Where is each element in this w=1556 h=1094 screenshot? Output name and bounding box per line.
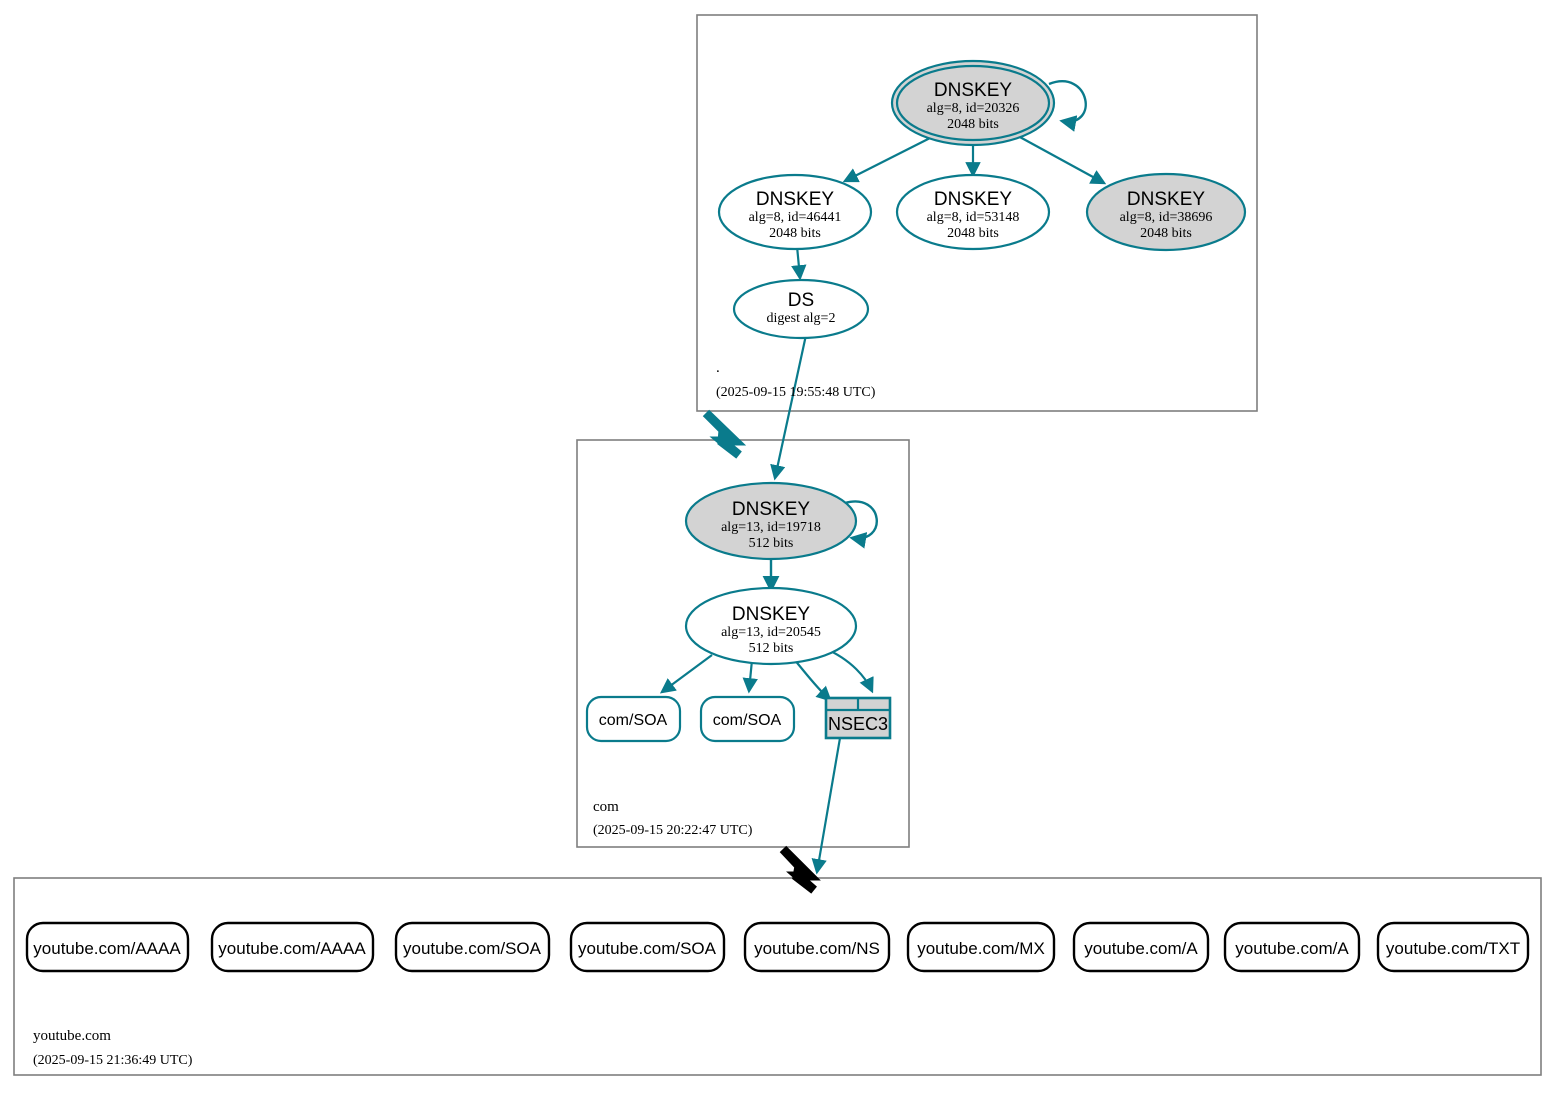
nsec3-label: NSEC3	[828, 714, 888, 734]
rrset-label: youtube.com/AAAA	[218, 939, 366, 958]
node-line2: alg=13, id=19718	[721, 520, 821, 535]
node-line2: alg=8, id=53148	[927, 210, 1020, 225]
node-line2: alg=8, id=20326	[927, 101, 1020, 116]
edge-46441-to-ds	[791, 245, 807, 281]
node-title: DNSKEY	[756, 189, 834, 210]
rrset-label: youtube.com/A	[1084, 939, 1198, 958]
node-com-nsec3[interactable]: NSEC3	[824, 696, 892, 740]
node-line3: 512 bits	[749, 536, 794, 551]
zone-timestamp: (2025-09-15 20:22:47 UTC)	[593, 823, 753, 838]
edge-ds-to-com-ksk	[770, 334, 808, 481]
node-root-dnskey-38696[interactable]: DNSKEY alg=8, id=38696 2048 bits	[1085, 172, 1247, 252]
node-line2: alg=8, id=46441	[749, 210, 842, 225]
node-line2: digest alg=2	[767, 311, 836, 326]
node-com-ksk-19718[interactable]: DNSKEY alg=13, id=19718 512 bits	[684, 481, 858, 561]
delegation-arrow-com-to-youtube	[779, 845, 821, 894]
rrset-label: youtube.com/TXT	[1386, 939, 1520, 958]
delegation-arrow-root-to-com	[702, 409, 747, 459]
node-yt-txt[interactable]: youtube.com/TXT	[1376, 921, 1530, 973]
rrset-label: com/SOA	[713, 712, 782, 729]
node-line2: alg=8, id=38696	[1120, 210, 1213, 225]
node-root-dnskey-46441[interactable]: DNSKEY alg=8, id=46441 2048 bits	[717, 173, 873, 251]
edge-root-ksk-to-38696	[1017, 135, 1107, 185]
edge-nsec3-to-youtube	[811, 737, 842, 875]
node-yt-aaaa-2[interactable]: youtube.com/AAAA	[210, 921, 375, 973]
node-title: DNSKEY	[732, 604, 810, 625]
edge-com-ksk-self-loop	[844, 500, 878, 549]
zone-timestamp: (2025-09-15 19:55:48 UTC)	[716, 385, 876, 400]
node-title: DS	[788, 290, 814, 311]
edge-com-zsk-to-soa-2	[742, 659, 758, 694]
node-line3: 2048 bits	[947, 226, 999, 241]
node-line3: 2048 bits	[769, 226, 821, 241]
node-yt-aaaa-1[interactable]: youtube.com/AAAA	[25, 921, 190, 973]
zone-name: com	[593, 799, 619, 815]
node-line3: 2048 bits	[1140, 226, 1192, 241]
rrset-label: com/SOA	[599, 712, 668, 729]
node-title: DNSKEY	[934, 189, 1012, 210]
node-line3: 2048 bits	[947, 117, 999, 132]
node-root-ksk-20326[interactable]: DNSKEY alg=8, id=20326 2048 bits	[890, 59, 1056, 147]
node-title: DNSKEY	[1127, 189, 1205, 210]
node-title: DNSKEY	[934, 80, 1012, 101]
node-yt-a-2[interactable]: youtube.com/A	[1223, 921, 1361, 973]
rrset-label: youtube.com/SOA	[578, 939, 717, 958]
edge-root-ksk-to-46441	[842, 133, 939, 183]
zone-label-com: com (2025-09-15 20:22:47 UTC)	[593, 799, 753, 838]
rrset-label: youtube.com/A	[1235, 939, 1349, 958]
node-com-soa-2[interactable]: com/SOA	[699, 695, 796, 743]
zone-box-youtube	[13, 877, 1542, 1076]
rrset-label: youtube.com/SOA	[403, 939, 542, 958]
node-yt-soa-2[interactable]: youtube.com/SOA	[569, 921, 726, 973]
edge-root-ksk-self-loop	[1048, 80, 1087, 132]
node-root-ds[interactable]: DS digest alg=2	[732, 278, 870, 340]
zone-label-root: . (2025-09-15 19:55:48 UTC)	[716, 360, 876, 400]
rrset-label: youtube.com/AAAA	[33, 939, 181, 958]
node-line2: alg=13, id=20545	[721, 625, 821, 640]
node-yt-a-1[interactable]: youtube.com/A	[1072, 921, 1210, 973]
zone-name: .	[716, 360, 720, 376]
node-title: DNSKEY	[732, 499, 810, 520]
node-com-zsk-20545[interactable]: DNSKEY alg=13, id=20545 512 bits	[684, 586, 858, 666]
rrset-label: youtube.com/MX	[917, 939, 1045, 958]
node-com-soa-1[interactable]: com/SOA	[585, 695, 682, 743]
zone-label-youtube: youtube.com (2025-09-15 21:36:49 UTC)	[33, 1028, 193, 1068]
zone-name: youtube.com	[33, 1028, 111, 1044]
node-yt-ns[interactable]: youtube.com/NS	[743, 921, 891, 973]
edge-com-zsk-to-soa-1	[659, 654, 713, 694]
node-line3: 512 bits	[749, 641, 794, 656]
zone-timestamp: (2025-09-15 21:36:49 UTC)	[33, 1053, 193, 1068]
node-yt-mx[interactable]: youtube.com/MX	[906, 921, 1056, 973]
node-yt-soa-1[interactable]: youtube.com/SOA	[394, 921, 551, 973]
node-root-dnskey-53148[interactable]: DNSKEY alg=8, id=53148 2048 bits	[895, 173, 1051, 251]
rrset-label: youtube.com/NS	[754, 939, 880, 958]
